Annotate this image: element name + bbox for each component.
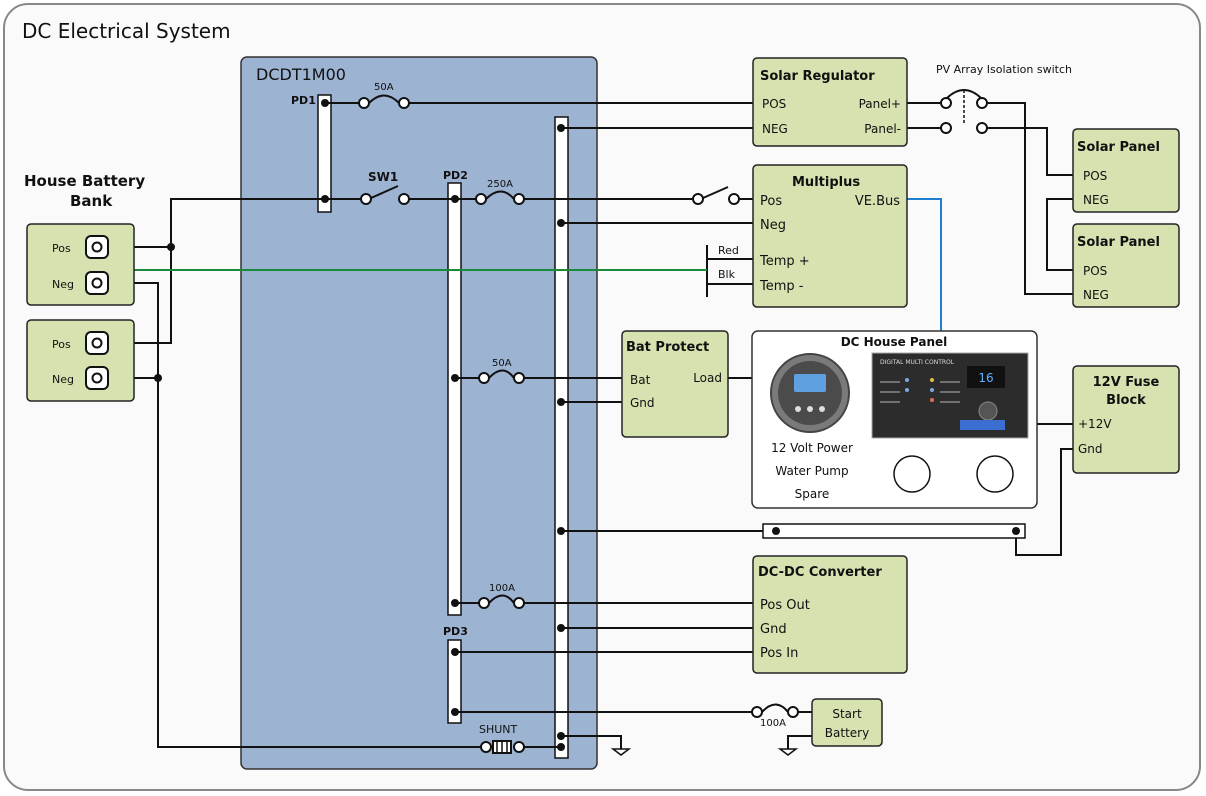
pd2-label: PD2 — [443, 169, 468, 182]
dc-panel-line-3: Spare — [795, 487, 830, 501]
battery-monitor-icon — [770, 353, 850, 433]
solar-regulator-pos: POS — [762, 97, 786, 111]
panel-knob-right — [976, 455, 1014, 493]
house-battery-2 — [26, 319, 135, 402]
start-battery-box — [811, 698, 883, 747]
sw1-label: SW1 — [368, 170, 398, 184]
dcdc-gnd: Gnd — [760, 622, 787, 637]
bat-protect-gnd: Gnd — [630, 396, 655, 410]
bat-protect-title: Bat Protect — [626, 340, 709, 355]
fuse-50a-mid — [478, 369, 525, 384]
fuse-100a — [478, 594, 525, 609]
dcdc-pos-out: Pos Out — [760, 598, 810, 613]
temp-blk-label: Blk — [718, 268, 736, 281]
house-battery-title-2: Bank — [70, 192, 113, 210]
dcdc-box — [752, 555, 908, 674]
fuse-block-12v: +12V — [1078, 417, 1112, 431]
solar-panel-1-box — [1072, 128, 1180, 213]
fuse-100a-start-label: 100A — [760, 718, 786, 729]
solar-regulator-panel-minus: Panel- — [864, 122, 901, 136]
house-battery-title-1: House Battery — [24, 172, 145, 190]
fuse-100a-start — [751, 703, 799, 718]
solar-regulator-title: Solar Regulator — [760, 69, 875, 84]
dcdt-panel-label: DCDT1M00 — [256, 65, 346, 84]
pd3-label: PD3 — [443, 625, 468, 638]
bat-protect-load: Load — [693, 371, 722, 385]
fuse-50a-mid-label: 50A — [492, 358, 512, 369]
multiplus-temp-minus: Temp - — [759, 279, 804, 294]
dcdc-pos-in: Pos In — [760, 646, 798, 661]
shunt-label: SHUNT — [479, 723, 518, 736]
solar-panel-1-neg: NEG — [1083, 193, 1109, 207]
fuse-50a-top — [358, 94, 410, 109]
pv-isolation-switch — [940, 89, 988, 134]
panel-knob-left — [893, 455, 931, 493]
dc-panel-line-1: 12 Volt Power — [771, 441, 853, 455]
battery1-neg-label: Neg — [52, 278, 74, 291]
fuse-block-gnd: Gnd — [1078, 442, 1103, 456]
solar-panel-1-pos: POS — [1083, 169, 1107, 183]
dcdc-title: DC-DC Converter — [758, 565, 882, 580]
solar-regulator-panel-plus: Panel+ — [859, 97, 901, 111]
multiplus-title: Multiplus — [792, 175, 860, 190]
multiplus-neg: Neg — [760, 218, 786, 233]
fuse-250a-label: 250A — [487, 179, 513, 190]
battery1-pos-label: Pos — [52, 242, 71, 255]
ground-busbar-dot-right — [1012, 527, 1020, 535]
digital-multi-control-icon — [871, 352, 1029, 439]
pd1-label: PD1 — [291, 94, 316, 107]
solar-regulator-box — [752, 57, 908, 147]
diagram-title: DC Electrical System — [22, 19, 231, 43]
fuse-250a — [475, 190, 525, 205]
multiplus-vebus: VE.Bus — [855, 194, 900, 209]
fuse-block-box — [1072, 365, 1180, 474]
bat-protect-bat: Bat — [630, 373, 651, 387]
pv-switch-label: PV Array Isolation switch — [936, 63, 1072, 76]
solar-panel-2-neg: NEG — [1083, 288, 1109, 302]
junction-dots — [154, 99, 565, 751]
dmc-label: DIGITAL MULTI CONTROL — [880, 359, 955, 366]
solar-panel-2-title: Solar Panel — [1077, 235, 1160, 250]
multiplus-switch — [692, 186, 740, 205]
solar-regulator-neg: NEG — [762, 122, 788, 136]
shunt-symbol — [480, 740, 525, 754]
start-battery-line-2: Battery — [825, 726, 869, 740]
dcdt-panel — [240, 56, 598, 770]
house-battery-1 — [26, 223, 135, 306]
pd2-busbar — [447, 182, 462, 616]
fuse-block-title-1: 12V Fuse — [1093, 375, 1160, 390]
solar-panel-2-pos: POS — [1083, 264, 1107, 278]
dc-panel-line-2: Water Pump — [775, 464, 848, 478]
dc-house-panel-title: DC House Panel — [841, 335, 948, 349]
bat-protect-box — [621, 330, 729, 438]
multiplus-box — [752, 164, 908, 308]
ground-icon — [610, 748, 632, 756]
fuse-50a-top-label: 50A — [374, 82, 394, 93]
battery2-neg-label: Neg — [52, 373, 74, 386]
start-battery-line-1: Start — [832, 707, 862, 721]
ground-busbar-small — [762, 523, 1026, 539]
fuse-100a-label: 100A — [489, 583, 515, 594]
multiplus-temp-plus: Temp + — [759, 254, 810, 269]
ground-icon — [777, 748, 799, 756]
negative-busbar — [554, 116, 569, 759]
multiplus-pos: Pos — [760, 194, 782, 209]
dmc-display: 16 — [978, 371, 993, 385]
ground-busbar-dot-left — [772, 527, 780, 535]
fuse-block-title-2: Block — [1106, 393, 1146, 408]
pd1-busbar — [317, 94, 332, 213]
solar-panel-2-box — [1072, 223, 1180, 308]
battery2-pos-label: Pos — [52, 338, 71, 351]
vebus-wire — [907, 198, 942, 331]
solar-panel-1-title: Solar Panel — [1077, 140, 1160, 155]
temp-red-label: Red — [718, 244, 739, 257]
wiring — [108, 102, 1073, 749]
sw1-switch — [360, 185, 410, 205]
pd3-busbar — [447, 639, 462, 724]
